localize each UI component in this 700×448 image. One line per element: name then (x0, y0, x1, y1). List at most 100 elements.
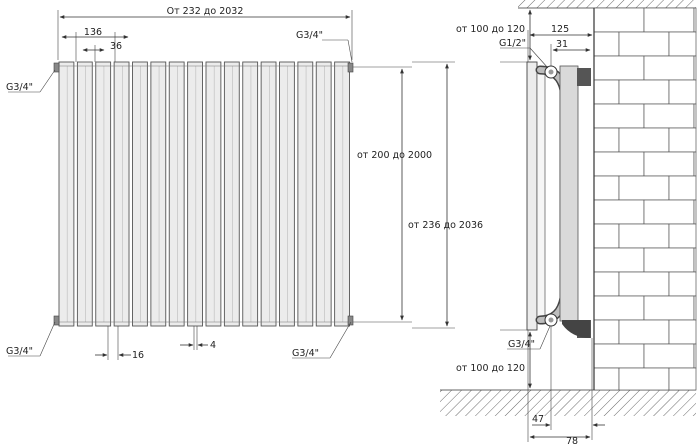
dim-pipe-offset: 31 (550, 39, 591, 66)
brick (643, 55, 695, 81)
brick (668, 367, 697, 391)
label-overall-height: от 236 до 2036 (408, 220, 483, 231)
brick (618, 79, 670, 105)
nipple-top-inner (548, 69, 554, 75)
brick (593, 343, 645, 369)
brick (643, 7, 695, 33)
brick (668, 79, 697, 105)
brick (593, 247, 645, 273)
brick (668, 271, 697, 297)
brick (593, 151, 645, 177)
brick (668, 31, 697, 57)
radiator-body (536, 71, 546, 323)
label-axis-distance: от 200 до 2000 (357, 150, 432, 161)
brick (593, 175, 620, 201)
brick (693, 151, 697, 177)
brick (618, 127, 670, 153)
radiator-panel (113, 61, 130, 327)
side-view: от 100 до 120 125 31 G1/2" G3/4" (440, 0, 697, 447)
label-dim-47: 47 (532, 414, 544, 425)
brick (618, 223, 670, 249)
label-bottom-clearance: от 100 до 120 (456, 363, 525, 374)
bracket-bottom-curve (562, 320, 590, 338)
label-overall-width: От 232 до 2032 (167, 6, 244, 17)
label-connection-top-left: G3/4" (6, 82, 33, 93)
leader-top-left: G3/4" (6, 69, 56, 93)
dim-gap: 16 (95, 326, 144, 361)
radiator-panel (297, 61, 314, 327)
brick (643, 295, 695, 321)
radiator-panel (95, 61, 112, 327)
nipple-bottom-inner (548, 317, 554, 323)
connector-bottom-right (347, 315, 354, 326)
label-connection-bottom-left: G3/4" (6, 346, 33, 357)
label-connection-side: G1/2" (499, 38, 526, 49)
brick (593, 31, 620, 57)
leader-bottom-right: G3/4" (292, 321, 352, 359)
radiator-panel (150, 61, 167, 327)
brick (668, 127, 697, 153)
brick (593, 103, 645, 129)
dim-panel-width: 36 (82, 41, 122, 62)
brick (593, 199, 645, 225)
label-gap: 16 (132, 350, 144, 361)
dim-overall-width: От 232 до 2032 (57, 6, 353, 60)
label-thickness: 4 (210, 340, 216, 351)
brick (593, 367, 620, 391)
radiator-panel (260, 61, 277, 327)
connector-bottom-left (53, 315, 60, 326)
radiator-panel (334, 61, 350, 327)
radiator-panel (187, 61, 203, 327)
radiator-panel (205, 61, 222, 327)
brick (693, 7, 697, 33)
brick (593, 271, 620, 297)
dim-thickness: 4 (180, 326, 216, 351)
brick (593, 79, 620, 105)
radiator-panel (58, 61, 75, 327)
leader-top-right: G3/4" (296, 30, 353, 63)
brick (593, 295, 645, 321)
brick (593, 319, 620, 345)
brick-wall (593, 7, 697, 391)
leader-side-bottom: G3/4" (507, 325, 551, 350)
label-connection-bottom: G3/4" (508, 339, 535, 350)
label-dim-78: 78 (566, 436, 578, 447)
label-panel-width: 36 (110, 41, 122, 52)
brick (618, 175, 670, 201)
brick (693, 103, 697, 129)
dim-78: 78 (527, 330, 591, 447)
brick (593, 7, 645, 33)
brick (643, 247, 695, 273)
brick (693, 55, 697, 81)
brick (643, 199, 695, 225)
dim-overall-height: от 236 до 2036 (408, 61, 483, 329)
brick (618, 319, 670, 345)
label-connection-top-right: G3/4" (296, 30, 323, 41)
radiator-rear-collector (559, 65, 579, 322)
radiator-panel (279, 61, 295, 327)
radiator-panel (315, 61, 332, 327)
brick (668, 175, 697, 201)
dim-axis-distance: от 200 до 2000 (353, 66, 432, 323)
radiator-front-plate (526, 61, 538, 331)
brick (693, 295, 697, 321)
floor-hatch (440, 390, 696, 416)
label-depth: 125 (551, 24, 569, 35)
radiator-panel (168, 61, 185, 327)
brick (693, 343, 697, 369)
dim-bottom-clearance: от 100 до 120 (456, 329, 532, 389)
connector-top-right (347, 62, 354, 73)
radiator-panels (58, 61, 352, 327)
bracket-top (577, 68, 591, 86)
brick (618, 271, 670, 297)
leader-side-connection: G1/2" (499, 38, 549, 69)
label-pipe-offset: 31 (556, 39, 568, 50)
brick (618, 367, 670, 391)
ceiling-hatch (518, 0, 696, 8)
dim-depth: 125 (527, 24, 593, 62)
dim-47: 47 (532, 326, 605, 440)
radiator-panel (223, 61, 240, 327)
brick (643, 103, 695, 129)
